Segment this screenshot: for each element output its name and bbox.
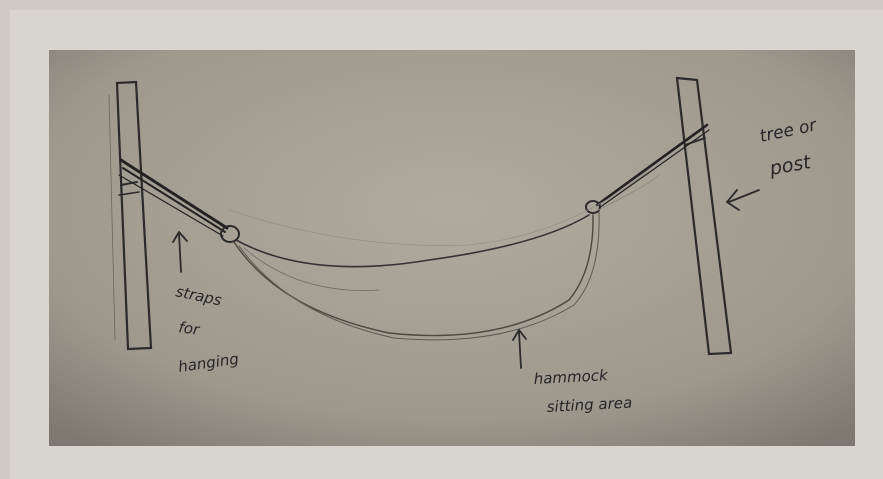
paper-background	[49, 50, 855, 446]
straps-label-line2: for	[177, 318, 201, 339]
sketch-photo: tree or post straps for hanging hammock …	[49, 50, 855, 446]
hammock-sketch: tree or post straps for hanging hammock …	[49, 50, 855, 446]
